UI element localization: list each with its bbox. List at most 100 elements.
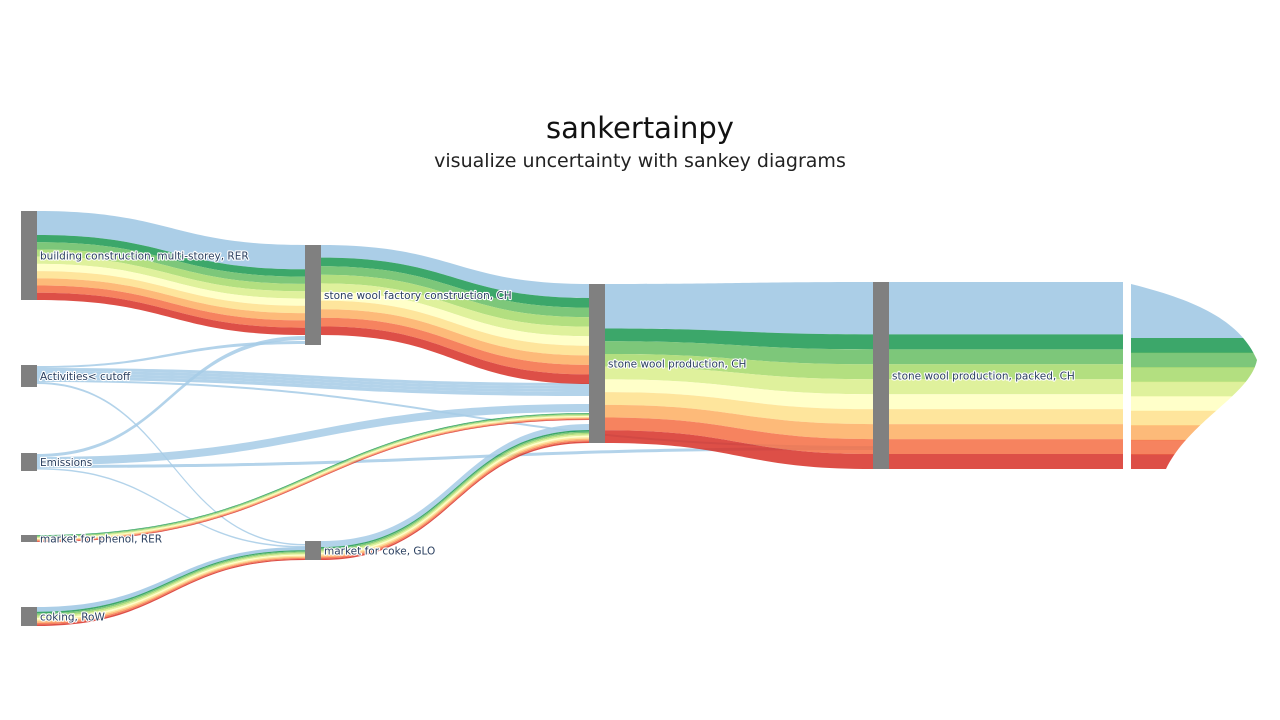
link-activities-to-production-3 [37,374,589,392]
link-factory-to-production-band-6 [321,300,589,356]
node-label-coking: coking, RoW [40,612,105,624]
distribution-band-1 [1131,338,1257,354]
link-phenol-to-production-band-1 [37,413,589,536]
node-swfc [305,245,321,345]
node-label-act: Activities< cutoff [40,371,131,383]
node-coking [21,607,37,626]
link-coking-to-coke-band-4 [37,553,305,619]
link-coking-to-coke-band-8 [37,557,305,625]
link-phenol-to-production-band-3 [37,414,589,538]
distribution-band-5 [1131,396,1257,412]
distribution-band-2 [1131,352,1257,368]
links-layer [37,211,1257,626]
output-band-8 [889,439,1123,455]
link-activities-to-factory [37,341,305,368]
node-label-phenol: market for phenol, RER [40,534,162,546]
link-production-to-packed-band-8 [605,417,873,455]
link-production-to-packed-band-4 [605,366,873,395]
distribution-band-9 [1131,454,1257,469]
node-label-coke: market for coke, GLO [324,546,435,558]
link-coking-to-coke-band-1 [37,550,305,614]
link-phenol-to-production-band-7 [37,417,589,541]
distribution-band-3 [1131,367,1257,383]
distribution-band-7 [1131,425,1257,441]
link-phenol-to-production [37,413,589,542]
link-factory-to-production-band-1 [321,257,589,308]
link-factory-to-production-band-2 [321,266,589,318]
link-coke-to-production-band-7 [321,438,589,558]
link-building-to-factory [37,211,305,335]
link-activities-to-coke [37,382,305,546]
nodes-layer [21,211,889,626]
link-building-to-factory-band-9 [37,292,305,335]
distribution-band-6 [1131,410,1257,426]
link-production-to-packed-band-2 [605,341,873,365]
link-emissions-to-packed [37,447,873,468]
output-band-7 [889,424,1123,440]
link-coke-to-production-mean [321,424,589,547]
output-band-1 [889,334,1123,350]
link-factory-to-production [321,245,589,384]
link-coke-to-production-band-4 [321,434,589,553]
link-building-to-factory-band-5 [37,263,305,306]
node-label-em: Emissions [40,457,92,469]
node-coke [305,541,321,560]
link-production-to-packed-band-3 [605,353,873,380]
link-factory-to-production-band-5 [321,292,589,346]
node-label-bc: building construction, multi-storey, RER [40,251,249,263]
link-emissions-to-coke [37,468,305,548]
output-band-4 [889,379,1123,395]
link-coke-to-production-band-8 [321,440,589,559]
node-swp [589,284,605,443]
output-band-6 [889,409,1123,425]
link-building-to-factory-band-1 [37,235,305,277]
link-emissions-to-production [37,404,589,465]
distribution-mean-band [1131,284,1257,338]
link-coke-to-production-band-9 [321,441,589,560]
link-activities-to-production-1 [37,368,589,386]
diagram-title: sankertainpy [546,111,734,145]
link-phenol-to-production-band-2 [37,413,589,537]
link-coke-to-production-band-2 [321,431,589,550]
link-phenol-to-production-band-4 [37,415,589,539]
link-phenol-to-production-band-6 [37,416,589,540]
link-building-to-factory-mean-band [37,211,305,270]
link-factory-to-production-band-3 [321,274,589,327]
link-coking-to-coke-band-5 [37,554,305,620]
link-phenol-to-production-band-8 [37,418,589,542]
output-band-9 [889,454,1123,469]
output-band-3 [889,364,1123,380]
distribution-band-4 [1131,381,1257,397]
output-distribution [1131,284,1257,469]
link-production-to-packed-band-7 [605,404,873,440]
link-coking-to-coke-band-9 [37,558,305,626]
node-bc [21,211,37,300]
link-production-to-packed-band-1 [605,328,873,350]
link-factory-to-production-band-8 [321,317,589,375]
link-building-to-factory-band-8 [37,285,305,328]
link-coking-to-coke-band-7 [37,556,305,623]
node-act [21,365,37,387]
link-coke-to-production-band-3 [321,432,589,552]
link-activities-to-production-4 [37,377,589,396]
link-production-to-packed-band-9 [605,430,873,469]
link-coking-to-coke [37,547,305,626]
link-emissions-to-factory [37,336,305,457]
link-coke-to-production-band-1 [321,430,589,549]
output-band-2 [889,349,1123,365]
link-coke-to-production-band-5 [321,435,589,555]
link-factory-to-production-band-7 [321,309,589,365]
node-phenol [21,535,37,542]
link-coking-to-coke-band-6 [37,555,305,622]
link-building-to-factory-band-7 [37,278,305,321]
distribution-band-8 [1131,439,1257,455]
link-coking-to-coke-band-2 [37,551,305,615]
link-coking-to-coke-mean-band [37,547,305,612]
labels-layer: building construction, multi-storey, RER… [39,249,1076,624]
link-factory-to-production-mean-band [321,245,589,298]
node-em [21,453,37,471]
link-production-to-packed-band-6 [605,392,873,425]
link-coke-to-production [321,430,589,560]
output-band-5 [889,394,1123,410]
